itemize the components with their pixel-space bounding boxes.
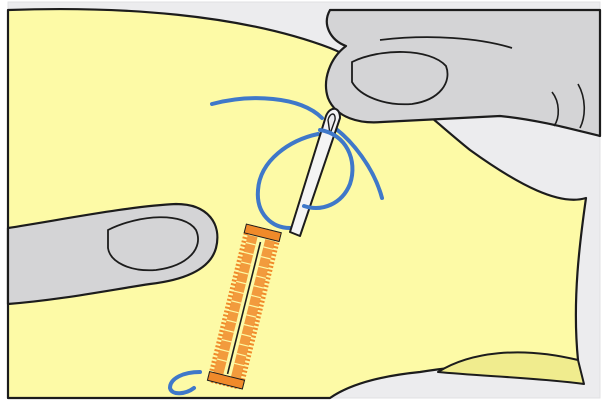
buttonhole-sewing-illustration [0,0,611,404]
illustration-canvas [0,0,611,404]
